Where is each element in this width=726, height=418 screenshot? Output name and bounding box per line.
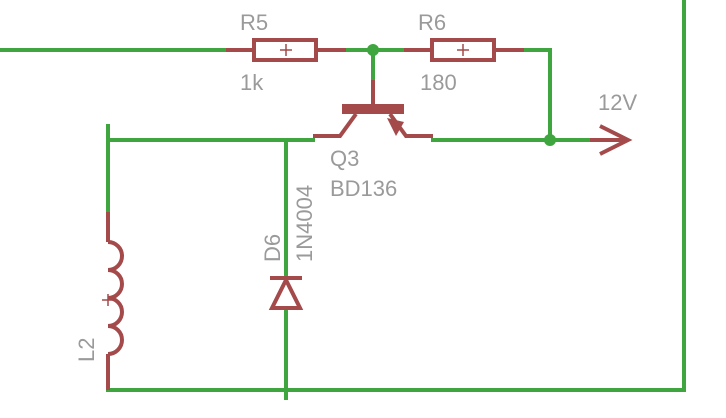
r5-name-label: R5 <box>240 10 268 35</box>
transistor-q3: Q3 BD136 <box>313 80 433 201</box>
l2-plus-mark <box>102 294 114 306</box>
d6-triangle <box>268 275 304 310</box>
r6-plus-mark <box>457 44 469 56</box>
inductor-l2: L2 <box>74 212 124 390</box>
q3-name-label: Q3 <box>330 146 359 171</box>
supply-arrow-icon <box>590 124 633 156</box>
supply-label: 12V <box>598 90 637 115</box>
r6-name-label: R6 <box>418 10 446 35</box>
junction-base <box>367 44 379 56</box>
wires <box>0 0 686 400</box>
q3-value-label: BD136 <box>330 176 397 201</box>
wire-r6-out <box>522 48 552 142</box>
junction-emitter <box>544 134 556 146</box>
r6-value-label: 180 <box>420 70 457 95</box>
l2-name-label: L2 <box>74 338 99 362</box>
resistor-r5: R5 1k <box>226 10 346 95</box>
r5-plus-mark <box>280 44 292 56</box>
l2-coils <box>107 240 124 356</box>
r5-value-label: 1k <box>240 70 264 95</box>
supply-12v: 12V <box>590 90 637 156</box>
q3-base-bar <box>342 104 404 114</box>
diode-d6: D6 1N4004 <box>260 185 317 310</box>
q3-emitter-arrow <box>387 118 404 136</box>
d6-value-label: 1N4004 <box>292 185 317 262</box>
d6-name-label: D6 <box>260 234 285 262</box>
resistor-r6: R6 180 <box>404 10 524 95</box>
q3-collector-lead <box>313 112 358 138</box>
